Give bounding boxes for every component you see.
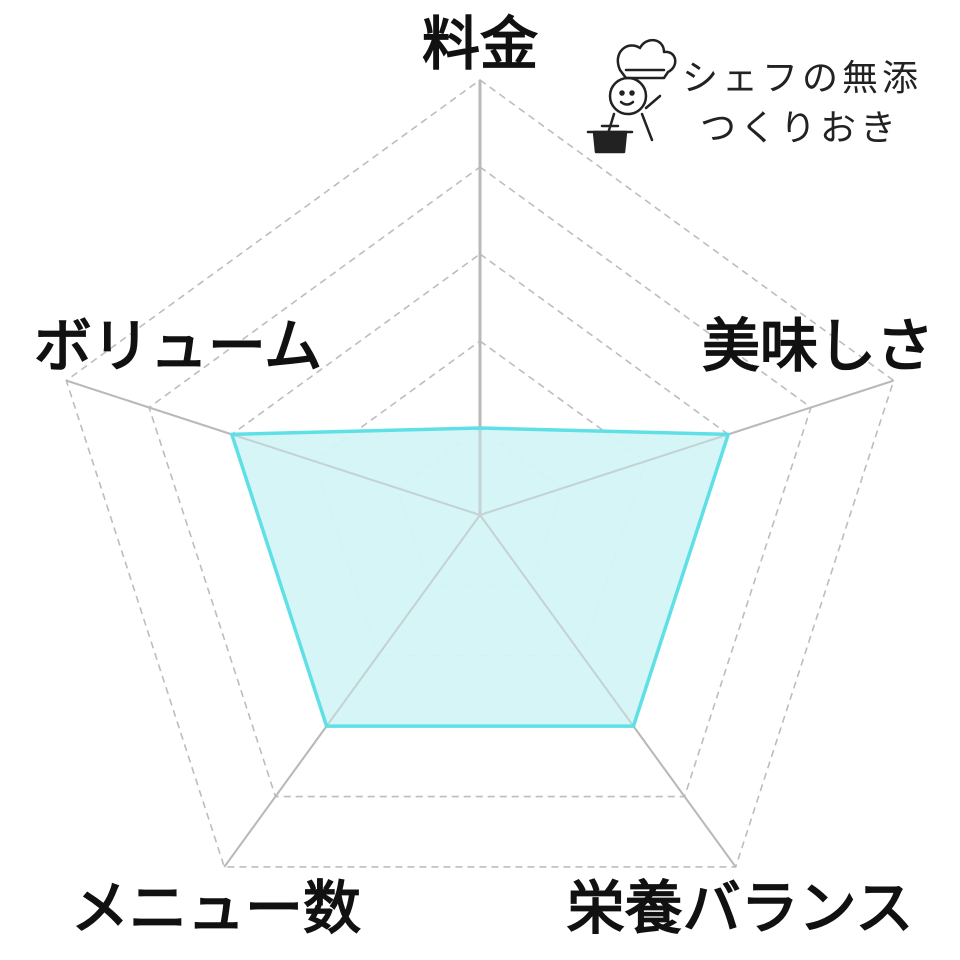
radar-data bbox=[231, 428, 729, 727]
axis-label-price: 料金 bbox=[422, 10, 539, 78]
axis-label-nutrition: 栄養バランス bbox=[567, 874, 914, 942]
data-area bbox=[231, 428, 729, 727]
spoke-3 bbox=[223, 514, 481, 868]
data-outline bbox=[230, 426, 730, 728]
chef-with-pot-icon bbox=[586, 39, 677, 154]
radar-spokes bbox=[65, 80, 895, 868]
grid-ring-3 bbox=[230, 253, 730, 727]
axis-label-taste: 美味しさ bbox=[702, 312, 934, 380]
spoke-4 bbox=[65, 379, 481, 516]
spoke-1 bbox=[479, 379, 895, 516]
grid-ring-5 bbox=[65, 79, 895, 868]
axis-label-volume: ボリューム bbox=[34, 312, 322, 380]
logo-title-line1: シェフの無添 bbox=[682, 58, 922, 99]
spoke-2 bbox=[479, 514, 737, 868]
axis-label-menu-count: メニュー数 bbox=[71, 874, 361, 942]
grid-ring-4 bbox=[148, 166, 812, 798]
brand-logo: シェフの無添 つくりおき bbox=[586, 39, 922, 154]
logo-title-line2: つくりおき bbox=[700, 108, 900, 149]
